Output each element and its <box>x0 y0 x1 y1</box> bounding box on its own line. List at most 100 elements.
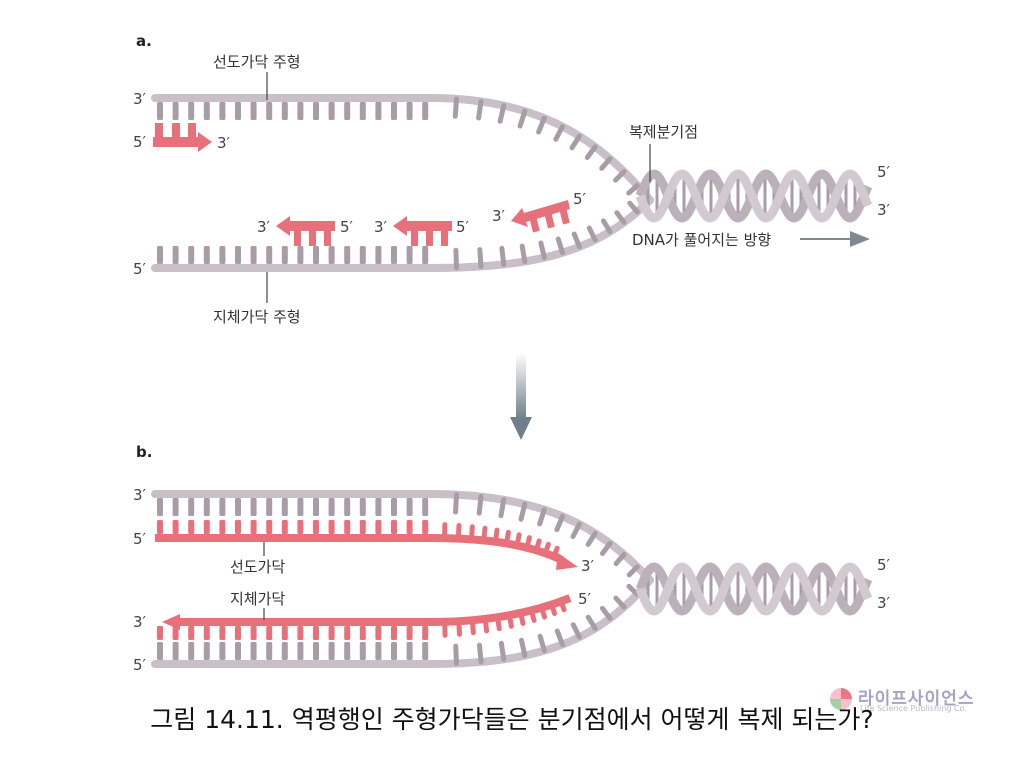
base-tick <box>391 520 397 534</box>
base-tick <box>453 247 459 271</box>
base-tick <box>569 133 582 151</box>
base-tick <box>188 626 195 640</box>
base-tick <box>235 246 241 264</box>
base-tick <box>599 540 613 556</box>
base-tick <box>359 498 366 516</box>
base-tick <box>328 520 335 534</box>
base-tick <box>344 642 351 660</box>
base-tick <box>266 520 273 534</box>
base-tick <box>203 626 210 640</box>
base-tick <box>344 626 351 640</box>
base-tick <box>266 102 273 120</box>
base-tick <box>375 102 382 120</box>
leading-template-strand <box>151 94 654 204</box>
base-tick <box>585 614 598 631</box>
base-tick <box>172 642 179 660</box>
base-tick <box>422 102 429 120</box>
end-label: 5′ <box>133 260 147 278</box>
base-tick <box>235 102 241 120</box>
base-tick <box>203 520 210 534</box>
base-tick <box>359 642 366 660</box>
base-tick <box>281 102 288 120</box>
end-label: 5′ <box>133 133 147 151</box>
base-tick <box>219 626 226 640</box>
base-tick <box>553 124 565 142</box>
base-tick <box>250 520 257 534</box>
base-tick <box>313 102 319 120</box>
base-tick <box>297 246 304 264</box>
base-tick <box>172 102 179 120</box>
end-label: 3′ <box>492 207 506 225</box>
base-tick <box>203 102 210 120</box>
base-tick <box>453 492 459 515</box>
end-label: 3′ <box>877 594 891 612</box>
base-tick <box>570 521 582 539</box>
base-tick <box>626 564 640 578</box>
base-tick <box>297 498 304 516</box>
base-tick <box>235 642 241 660</box>
end-label: 3′ <box>217 134 231 152</box>
base-tick <box>375 626 382 640</box>
base-tick <box>613 552 627 567</box>
end-label: 5′ <box>133 656 147 674</box>
base-tick <box>359 520 366 534</box>
leading-strand-primer <box>153 123 212 152</box>
end-label: 5′ <box>877 163 891 181</box>
base-tick <box>391 102 397 120</box>
base-tick <box>585 530 598 547</box>
base-tick <box>375 520 382 534</box>
base-tick <box>297 102 304 120</box>
unwinding-direction-label: DNA가 풀어지는 방향 <box>632 231 771 249</box>
base-tick <box>555 236 565 256</box>
end-label: 3′ <box>257 218 271 236</box>
base-tick <box>537 633 547 654</box>
base-tick <box>571 231 582 250</box>
figure-caption: 그림 14.11. 역평행인 주형가닥들은 분기점에서 어떻게 복제 되는가? <box>150 705 874 734</box>
base-tick <box>157 246 163 264</box>
base-tick <box>157 520 163 534</box>
base-tick <box>476 98 484 121</box>
leading-strand <box>155 520 578 570</box>
base-tick <box>219 520 226 534</box>
base-tick <box>422 498 429 516</box>
base-tick <box>391 626 397 640</box>
base-tick <box>172 520 179 534</box>
replication-fork-label: 복제분기점 <box>629 123 698 141</box>
base-tick <box>250 642 257 660</box>
base-tick <box>328 642 335 660</box>
base-tick <box>188 642 195 660</box>
base-tick <box>422 626 429 640</box>
base-tick <box>281 642 288 660</box>
end-label: 5′ <box>578 590 592 608</box>
base-tick <box>498 497 507 519</box>
base-tick <box>391 642 397 660</box>
base-tick <box>266 246 273 264</box>
base-tick <box>172 246 179 264</box>
base-tick <box>297 520 304 534</box>
base-tick <box>614 210 627 225</box>
publisher-watermark: 라이프사이언스 Life Science Publishing Co. <box>828 684 998 718</box>
base-tick <box>250 498 257 516</box>
base-tick <box>499 245 507 267</box>
base-tick <box>313 626 319 640</box>
base-tick <box>422 520 429 534</box>
base-tick <box>172 498 179 516</box>
okazaki-fragment-2 <box>393 216 452 246</box>
panel-a-label: a. <box>136 32 152 50</box>
base-tick <box>281 498 288 516</box>
base-tick <box>453 643 459 666</box>
base-tick <box>157 102 163 120</box>
base-tick <box>406 102 413 120</box>
base-tick <box>266 498 273 516</box>
base-tick <box>497 103 507 124</box>
base-tick <box>586 225 598 243</box>
base-tick <box>297 626 304 640</box>
base-tick <box>498 640 507 662</box>
base-tick <box>328 246 335 264</box>
base-tick <box>584 144 598 160</box>
base-tick <box>599 605 613 621</box>
publisher-logo-icon <box>830 688 852 710</box>
transition-arrow <box>510 353 532 440</box>
base-tick <box>391 246 397 264</box>
